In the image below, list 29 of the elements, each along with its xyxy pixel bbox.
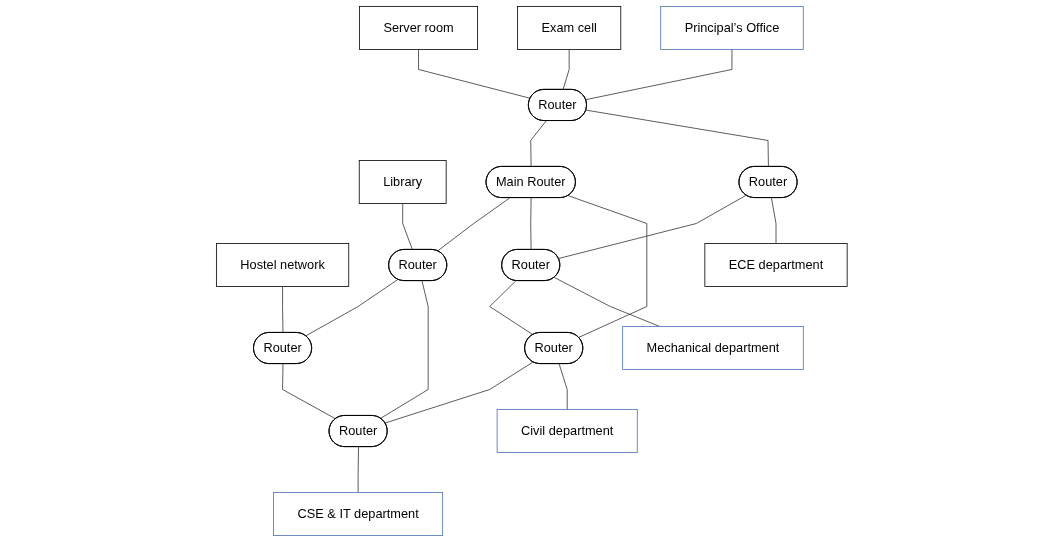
connector <box>489 280 534 336</box>
node-box: Server room <box>358 6 478 50</box>
node-box: Exam cell <box>516 6 621 50</box>
connector <box>281 286 284 334</box>
connector <box>305 279 399 337</box>
connector <box>530 120 547 168</box>
connector <box>553 277 660 327</box>
connector <box>402 203 413 251</box>
connector <box>281 363 336 420</box>
connector <box>557 194 747 259</box>
connector <box>417 49 531 99</box>
connector <box>384 361 534 424</box>
node-box: Mechanical department <box>622 326 804 370</box>
connector <box>530 197 532 251</box>
node-box: Hostel network <box>215 243 349 287</box>
connector <box>770 197 777 244</box>
connector <box>379 280 429 419</box>
connector <box>357 446 359 493</box>
node-box: Library <box>358 160 447 204</box>
connector <box>558 363 568 410</box>
connector <box>585 109 769 168</box>
connector <box>585 49 733 101</box>
connector <box>436 197 510 252</box>
node-box: ECE department <box>704 243 848 287</box>
node-box: Principal’s Office <box>660 6 804 50</box>
connector <box>562 49 570 91</box>
connector <box>567 195 647 338</box>
node-box: CSE & IT department <box>272 492 443 536</box>
node-box: Civil department <box>496 409 638 453</box>
